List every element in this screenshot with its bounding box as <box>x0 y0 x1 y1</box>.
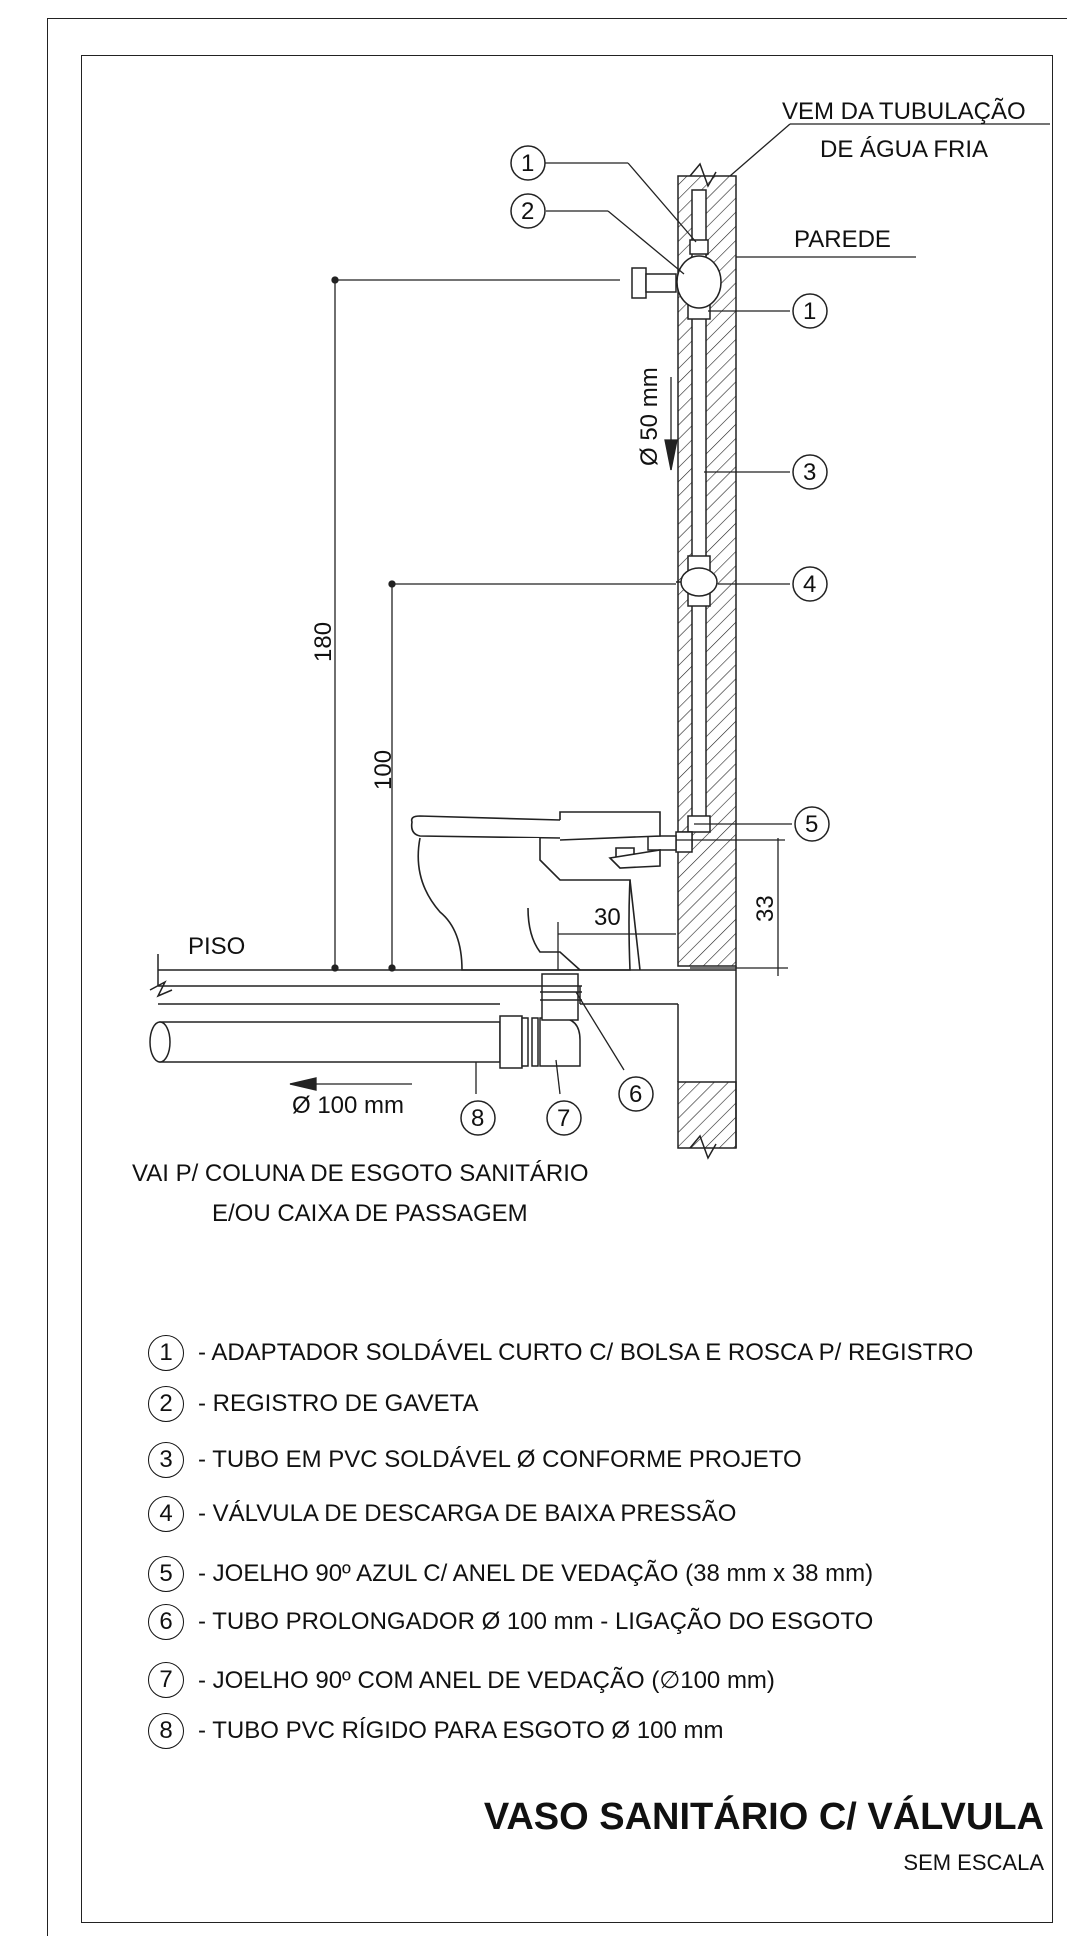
legend-text: - JOELHO 90º COM ANEL DE VEDAÇÃO (∅100 m… <box>198 1666 775 1694</box>
legend-text: - TUBO PROLONGADOR Ø 100 mm - LIGAÇÃO DO… <box>198 1608 874 1635</box>
callout-1-bottom: 1 <box>803 298 817 325</box>
pipe-100-label: Ø 100 mm <box>292 1092 405 1119</box>
legend-item: 5 - JOELHO 90º AZUL C/ ANEL DE VEDAÇÃO (… <box>148 1554 873 1594</box>
callout-4: 4 <box>803 571 817 598</box>
legend-item: 2 - REGISTRO DE GAVETA <box>148 1384 478 1424</box>
outer-border <box>47 18 1067 1936</box>
legend-number: 4 <box>148 1496 184 1532</box>
sewer-pipe <box>149 973 582 1069</box>
gate-valve <box>631 255 722 309</box>
legend-item: 7 - JOELHO 90º COM ANEL DE VEDAÇÃO (∅100… <box>148 1660 775 1700</box>
legend-number: 8 <box>148 1713 184 1749</box>
water-source-label-1: VEM DA TUBULAÇÃO <box>782 98 1026 125</box>
drawing-frame <box>81 55 1053 1923</box>
pipe-50-label: Ø 50 mm <box>636 367 663 466</box>
callout-3: 3 <box>803 459 817 486</box>
callout-circles <box>460 145 830 1136</box>
legend-number: 7 <box>148 1662 184 1698</box>
drawing-title: VASO SANITÁRIO C/ VÁLVULA <box>483 1796 1044 1838</box>
elbow-90-blue <box>647 831 693 853</box>
water-pipe <box>687 189 711 833</box>
dim-33-label: 33 <box>752 895 779 922</box>
dim-30-label: 30 <box>594 904 621 931</box>
legend-item: 1 - ADAPTADOR SOLDÁVEL CURTO C/ BOLSA E … <box>148 1333 973 1373</box>
floor-slab <box>149 954 736 1005</box>
callout-5: 5 <box>805 811 819 838</box>
legend-number: 6 <box>148 1604 184 1640</box>
legend-text: - JOELHO 90º AZUL C/ ANEL DE VEDAÇÃO (38… <box>198 1560 874 1587</box>
dimension-lines <box>289 276 788 1091</box>
water-source-label-2: DE ÁGUA FRIA <box>820 136 989 163</box>
scale-note: SEM ESCALA <box>903 1850 1044 1875</box>
toilet <box>410 811 661 971</box>
callout-1-top: 1 <box>521 150 535 177</box>
wall-label: PAREDE <box>794 226 891 253</box>
leader-lines <box>475 123 1050 1095</box>
sewer-destination-label-1: VAI P/ COLUNA DE ESGOTO SANITÁRIO <box>132 1160 589 1187</box>
legend-text: - REGISTRO DE GAVETA <box>198 1390 479 1417</box>
legend-item: 6 - TUBO PROLONGADOR Ø 100 mm - LIGAÇÃO … <box>148 1602 873 1642</box>
dim-100-label: 100 <box>370 749 397 790</box>
legend-text: - ADAPTADOR SOLDÁVEL CURTO C/ BOLSA E RO… <box>198 1339 974 1366</box>
callout-6: 6 <box>629 1081 643 1108</box>
legend-number: 2 <box>148 1386 184 1422</box>
legend-item: 8 - TUBO PVC RÍGIDO PARA ESGOTO Ø 100 mm <box>148 1711 723 1751</box>
callout-2: 2 <box>521 198 535 225</box>
dim-180-label: 180 <box>310 621 337 662</box>
floor-label: PISO <box>188 933 246 960</box>
legend-number: 5 <box>148 1556 184 1592</box>
legend-text: - TUBO EM PVC SOLDÁVEL Ø CONFORME PROJET… <box>198 1446 802 1473</box>
legend-item: 3 - TUBO EM PVC SOLDÁVEL Ø CONFORME PROJ… <box>148 1440 802 1480</box>
flush-valve <box>676 567 718 597</box>
legend-number: 1 <box>148 1335 184 1371</box>
legend-text: - TUBO PVC RÍGIDO PARA ESGOTO Ø 100 mm <box>198 1717 724 1744</box>
callout-7: 7 <box>557 1105 571 1132</box>
legend-number: 3 <box>148 1442 184 1478</box>
sewer-destination-label-2: E/OU CAIXA DE PASSAGEM <box>212 1200 528 1227</box>
legend-item: 4 - VÁLVULA DE DESCARGA DE BAIXA PRESSÃO <box>148 1494 736 1534</box>
callout-8: 8 <box>471 1105 485 1132</box>
legend-text: - VÁLVULA DE DESCARGA DE BAIXA PRESSÃO <box>198 1500 737 1527</box>
